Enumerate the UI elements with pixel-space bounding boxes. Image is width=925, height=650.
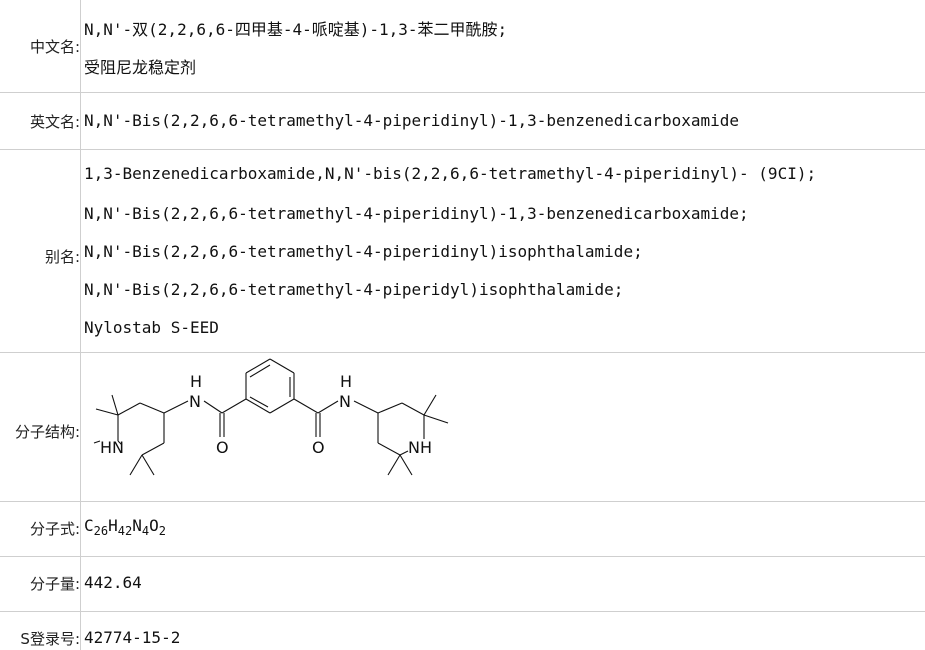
alias-item: N,N'-Bis(2,2,6,6-tetramethyl-4-piperidyl… [84,280,624,299]
atom-n-right: N [339,392,351,411]
atom-n-left: N [189,392,201,411]
label-chinese-name: 中文名: [29,38,80,56]
alias-item: Nylostab S-EED [84,318,219,337]
value-aliases: 1,3-Benzenedicarboxamide,N,N'-bis(2,2,6,… [84,150,925,352]
label-cas: S登录号: [20,630,80,648]
row-cas: S登录号: 42774-15-2 [0,612,925,650]
label-weight: 分子量: [29,575,80,593]
formula-count: 26 [93,524,109,538]
value-english-name: N,N'-Bis(2,2,6,6-tetramethyl-4-piperidin… [84,93,925,149]
label-formula: 分子式: [29,520,80,538]
formula-count: 2 [158,524,166,538]
alias-item: 1,3-Benzenedicarboxamide,N,N'-bis(2,2,6,… [84,164,817,183]
value-chinese-name: N,N'-双(2,2,6,6-四甲基-4-哌啶基)-1,3-苯二甲酰胺; 受阻尼… [84,0,925,92]
alias-item: N,N'-Bis(2,2,6,6-tetramethyl-4-piperidin… [84,242,643,261]
formula-element: O [149,516,159,535]
row-english-name: 英文名: N,N'-Bis(2,2,6,6-tetramethyl-4-pipe… [0,93,925,150]
atom-nh-right: NH [408,438,432,457]
label-structure: 分子结构: [14,423,80,441]
chinese-name-line: 受阻尼龙稳定剂 [84,58,197,77]
alias-item: N,N'-Bis(2,2,6,6-tetramethyl-4-piperidin… [84,204,749,223]
row-chinese-name: 中文名: N,N'-双(2,2,6,6-四甲基-4-哌啶基)-1,3-苯二甲酰胺… [0,0,925,93]
row-aliases: 别名: 1,3-Benzenedicarboxamide,N,N'-bis(2,… [0,150,925,353]
label-aliases: 别名: [44,248,80,266]
row-weight: 分子量: 442.64 [0,557,925,612]
chinese-name-line: N,N'-双(2,2,6,6-四甲基-4-哌啶基)-1,3-苯二甲酰胺; [84,20,508,39]
atom-o-right: O [312,438,325,457]
atom-h-right: H [340,372,352,391]
atom-hn-left: HN [100,438,124,457]
atom-o-left: O [216,438,229,457]
value-formula: C26H42N4O2 [84,516,925,538]
value-weight: 442.64 [84,573,142,592]
row-structure: 分子结构: [0,353,925,502]
formula-element: H [108,516,118,535]
label-english-name: 英文名: [29,113,80,131]
atom-h-left: H [190,372,202,391]
english-name-text: N,N'-Bis(2,2,6,6-tetramethyl-4-piperidin… [84,111,740,130]
formula-count: 42 [117,524,133,538]
molecule-structure-diagram: H N H N HN NH O O [93,358,449,476]
column-divider [80,0,81,650]
value-cas: 42774-15-2 [84,628,181,647]
formula-count: 4 [141,524,150,538]
formula-element: C [84,516,94,535]
formula-element: N [132,516,142,535]
row-formula: 分子式: C26H42N4O2 [0,502,925,557]
